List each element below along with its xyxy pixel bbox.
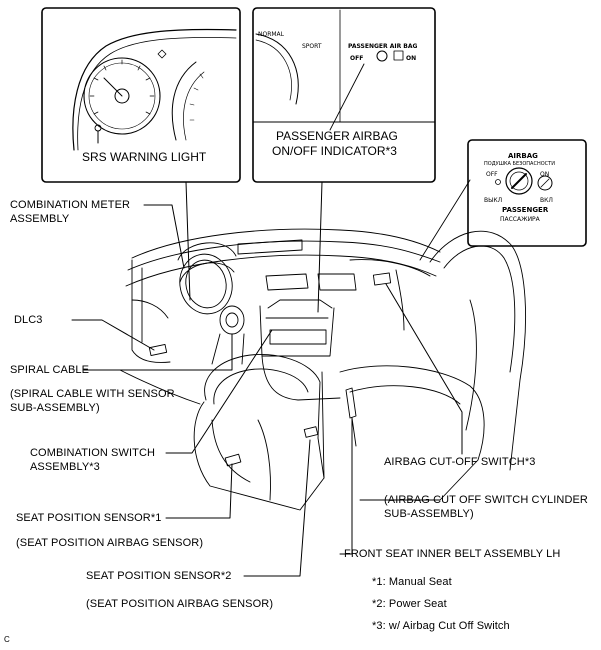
panel-off-text: OFF — [350, 55, 364, 62]
passenger-airbag-panel-text: PASSENGER AIR BAG — [348, 43, 418, 50]
seat-position-sensor-2-label: SEAT POSITION SENSOR*2 — [86, 570, 232, 582]
figure-code: C — [4, 635, 10, 644]
front-seat-belt-label: FRONT SEAT INNER BELT ASSEMBLY LH — [344, 548, 561, 560]
note-manual-seat: *1: Manual Seat — [372, 576, 452, 588]
gauge-normal-text: NORMAL — [258, 31, 285, 38]
vehicle-interior — [119, 228, 526, 511]
airbag-cutoff-sub-label-1: (AIRBAG CUT OFF SWITCH CYLINDER — [384, 494, 588, 506]
cutoff-on-ru-text: ВКЛ — [540, 197, 553, 204]
spiral-cable-sub-label-2: SUB-ASSEMBLY) — [10, 402, 100, 414]
passenger-airbag-indicator-label-1: PASSENGER AIRBAG — [276, 129, 398, 143]
cutoff-subtitle: ПОДУШКА БЕЗОПАСНОСТИ — [484, 161, 555, 167]
spiral-cable-sub-label-1: (SPIRAL CABLE WITH SENSOR — [10, 388, 175, 400]
combination-meter-label-2: ASSEMBLY — [10, 213, 70, 225]
cutoff-off-ru-text: ВЫКЛ — [484, 197, 503, 204]
cutoff-passenger-text: PASSENGER — [502, 206, 549, 214]
combination-switch-label-2: ASSEMBLY*3 — [30, 461, 100, 473]
cutoff-title: AIRBAG — [508, 152, 538, 160]
panel-on-text: ON — [406, 55, 417, 62]
leader-lines — [71, 181, 463, 577]
note-power-seat: *2: Power Seat — [372, 598, 447, 610]
combination-switch-label-1: COMBINATION SWITCH — [30, 447, 156, 459]
airbag-cutoff-switch-label: AIRBAG CUT-OFF SWITCH*3 — [384, 456, 536, 468]
combination-meter-label-1: COMBINATION METER — [10, 199, 131, 211]
srs-inset — [41, 7, 241, 183]
note-airbag-cutoff: *3: w/ Airbag Cut Off Switch — [372, 620, 510, 632]
passenger-airbag-indicator-label-2: ON/OFF INDICATOR*3 — [272, 144, 397, 158]
dlc3-label: DLC3 — [14, 314, 43, 326]
srs-warning-light-label: SRS WARNING LIGHT — [82, 150, 207, 164]
seat-position-sensor-1-label: SEAT POSITION SENSOR*1 — [16, 512, 162, 524]
cutoff-passenger-ru-text: ПАССАЖИРА — [500, 216, 540, 223]
airbag-cutoff-sub-label-2: SUB-ASSEMBLY) — [384, 508, 474, 520]
seat-position-sensor-2-sub-label: (SEAT POSITION AIRBAG SENSOR) — [86, 598, 274, 610]
cutoff-off-text: OFF — [486, 171, 498, 178]
seat-position-sensor-1-sub-label: (SEAT POSITION AIRBAG SENSOR) — [16, 537, 204, 549]
cutoff-on-text: ON — [540, 171, 550, 178]
passenger-indicator-inset — [252, 7, 436, 183]
spiral-cable-label: SPIRAL CABLE — [10, 364, 90, 376]
gauge-sport-text: SPORT — [302, 43, 322, 50]
